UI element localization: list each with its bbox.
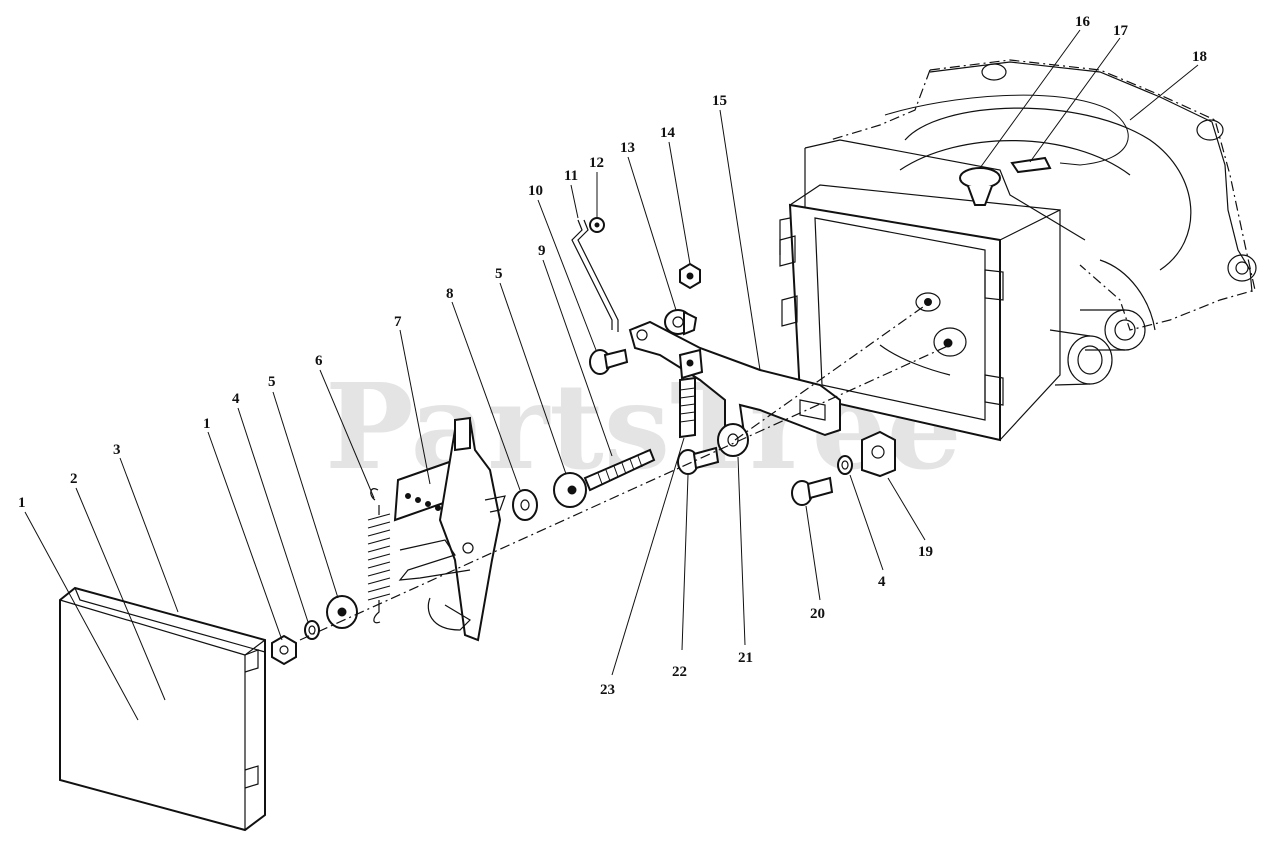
part-21-washer [717, 423, 749, 457]
callout-4: 4 [232, 391, 240, 407]
callout-labels: 1 2 3 1 4 5 6 7 8 5 9 10 11 12 13 14 15 … [18, 14, 1207, 698]
part-6-spring [367, 488, 391, 624]
part-14-nut [679, 262, 701, 290]
callout-22: 22 [672, 664, 687, 680]
callout-13: 13 [620, 140, 635, 156]
part-4-washer [304, 620, 320, 640]
part-8-washer [512, 489, 538, 521]
part-16-18-cable-clip [884, 94, 1129, 206]
part-5-washer [326, 595, 358, 629]
part-19-clip [861, 430, 896, 478]
part-20-screw [791, 476, 834, 506]
callout-21: 21 [738, 650, 753, 666]
part-7-governor-lever [393, 416, 506, 642]
callout-16: 16 [1075, 14, 1091, 30]
part-12-nut [589, 217, 605, 233]
part-9-stud [583, 448, 656, 492]
callout-6: 6 [315, 353, 323, 369]
callout-5-b: 5 [495, 266, 503, 282]
callout-10: 10 [528, 183, 543, 199]
callout-23: 23 [600, 682, 615, 698]
callout-4-b: 4 [878, 574, 886, 590]
engine-housing [779, 59, 1257, 442]
callout-1-b: 1 [203, 416, 211, 432]
part-15-governor-arm [628, 320, 841, 442]
part-4-washer-b [837, 455, 853, 475]
callout-12: 12 [589, 155, 604, 171]
callout-5: 5 [268, 374, 276, 390]
callout-11: 11 [564, 168, 578, 184]
part-22-screw [677, 446, 720, 475]
part-13-swivel [664, 309, 698, 336]
callout-1: 1 [18, 495, 26, 511]
part-3-cover-plate [59, 586, 266, 832]
part-23-bolt [679, 376, 696, 439]
leader-lines [24, 29, 1199, 721]
callout-8: 8 [446, 286, 454, 302]
callout-15: 15 [712, 93, 727, 109]
callout-9: 9 [538, 243, 546, 259]
callout-20: 20 [810, 606, 825, 622]
callout-2: 2 [70, 471, 78, 487]
callout-19: 19 [918, 544, 933, 560]
callout-18: 18 [1192, 49, 1207, 65]
callout-3: 3 [113, 442, 121, 458]
assembly-axis-line [299, 344, 951, 641]
part-11-link [571, 219, 619, 332]
callout-14: 14 [660, 125, 676, 141]
part-1-nut-b [271, 634, 297, 666]
callout-17: 17 [1113, 23, 1129, 39]
callout-7: 7 [394, 314, 402, 330]
part-10-screw [589, 348, 629, 375]
part-5-washer-b [553, 472, 587, 508]
